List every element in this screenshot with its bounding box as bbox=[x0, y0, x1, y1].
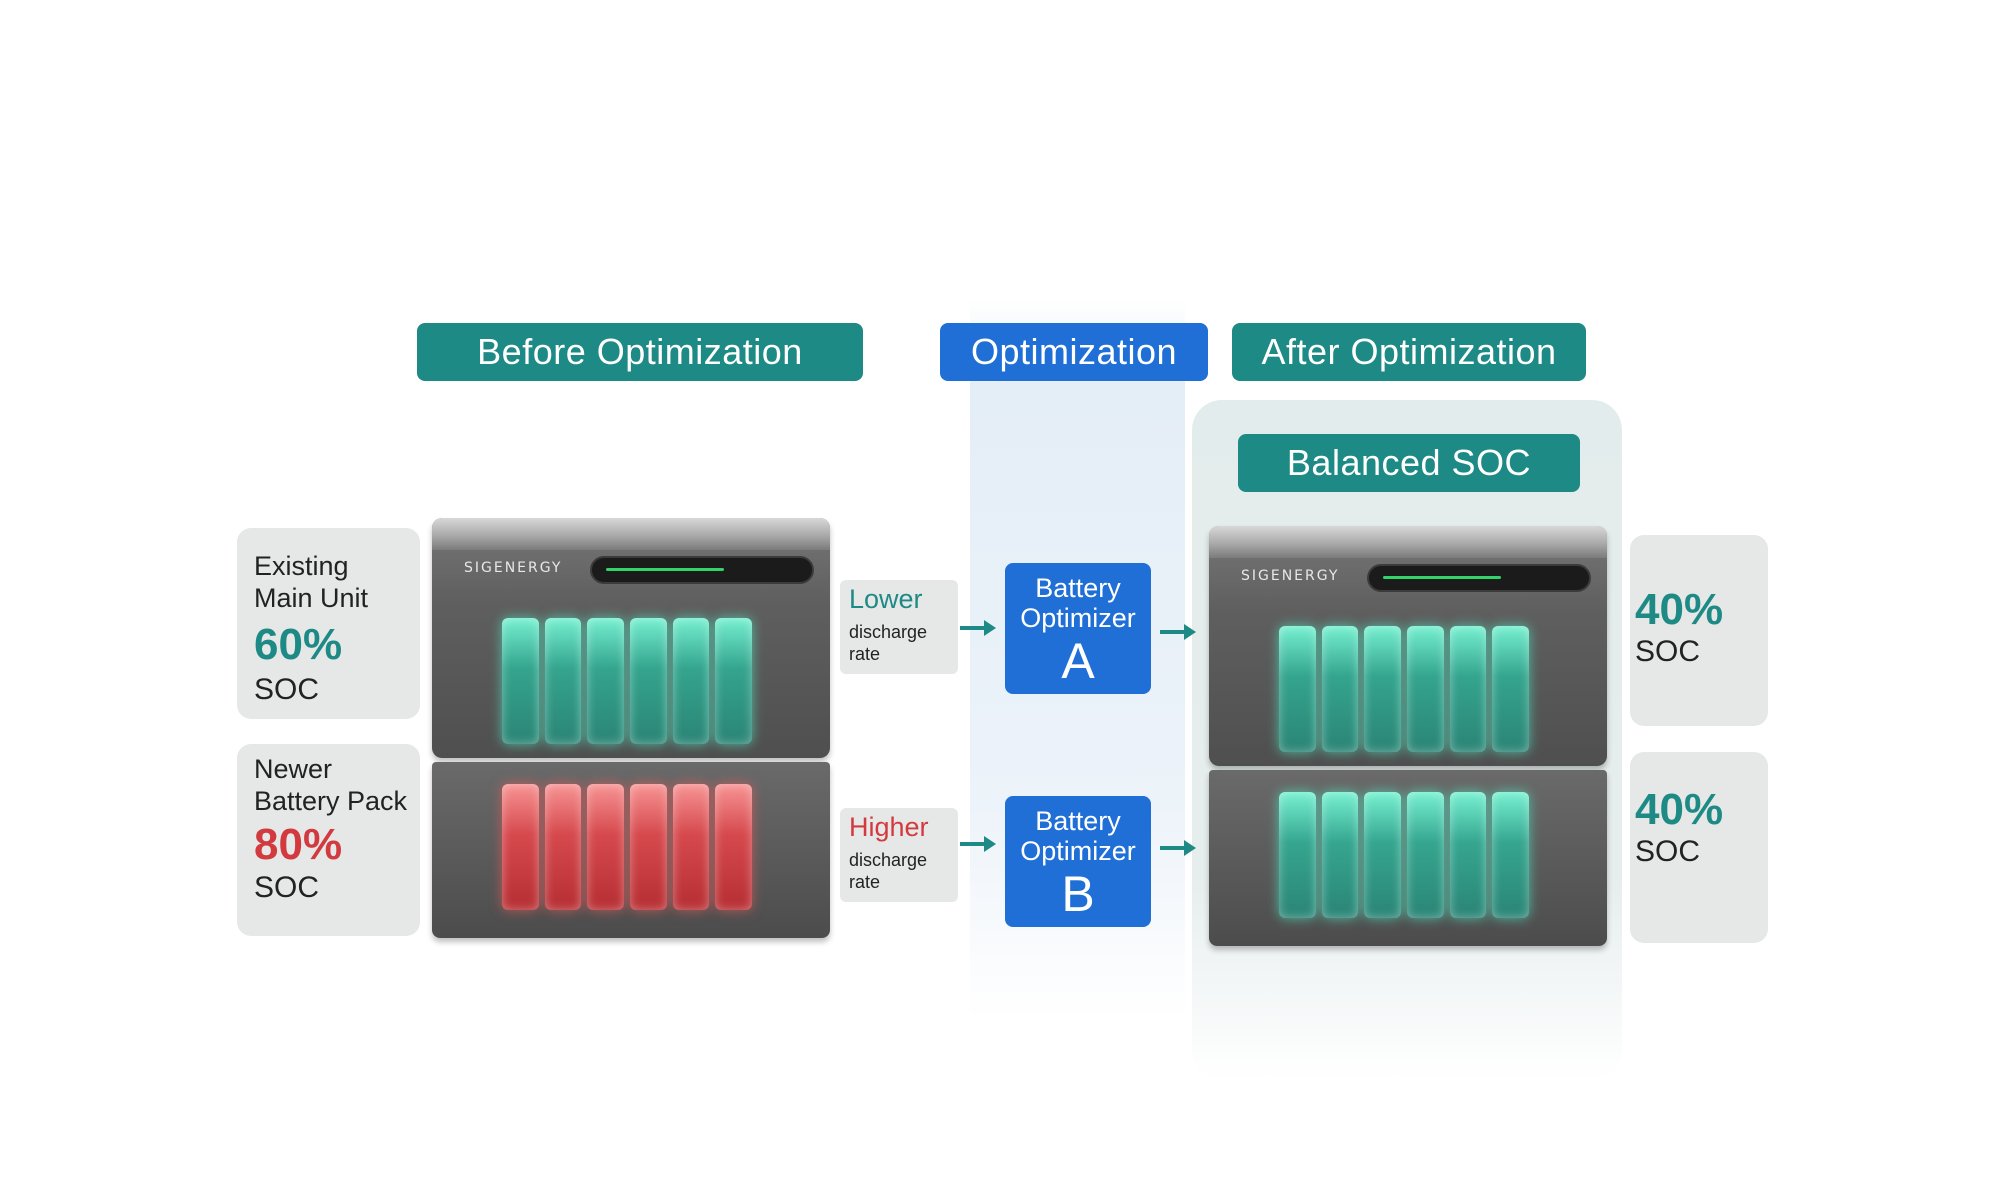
battery-cell bbox=[587, 618, 625, 744]
main-unit-label-box bbox=[237, 528, 420, 719]
optimizer-b-letter: B bbox=[1061, 866, 1095, 922]
battery-cell bbox=[544, 618, 582, 744]
battery-cell bbox=[1449, 626, 1487, 752]
arrow-right-icon bbox=[1160, 840, 1196, 856]
optimizer-b-line2: Optimizer bbox=[1020, 836, 1136, 866]
lower-discharge-head: Lower bbox=[849, 584, 923, 614]
brand-logo: SIGENERGY bbox=[464, 560, 563, 576]
before-main-unit: SIGENERGY bbox=[432, 518, 830, 758]
higher-discharge-line1: discharge bbox=[849, 850, 928, 870]
battery-cell bbox=[1492, 792, 1530, 918]
after-top-soc-percent: 40% bbox=[1635, 585, 1724, 634]
status-display-bar bbox=[606, 568, 724, 571]
status-display bbox=[1367, 564, 1591, 592]
optimizer-a-line1: Battery bbox=[1035, 573, 1121, 603]
unit-top-cap bbox=[1209, 526, 1607, 558]
battery-cell bbox=[1407, 626, 1444, 752]
after-bottom-soc-percent: 40% bbox=[1635, 785, 1724, 834]
arrow-right-icon bbox=[960, 620, 996, 636]
after-bottom-soc-box bbox=[1630, 752, 1768, 943]
main-unit-soc-percent: 60% bbox=[254, 620, 343, 669]
brand-logo: SIGENERGY bbox=[1241, 568, 1340, 584]
optimization-header: Optimization bbox=[940, 323, 1208, 381]
optimizer-b-line1: Battery bbox=[1035, 806, 1121, 836]
battery-cell bbox=[1321, 792, 1359, 918]
battery-cell bbox=[544, 784, 582, 910]
battery-cell bbox=[715, 784, 753, 910]
battery-cell bbox=[715, 618, 753, 744]
battery-pack-label-line1: Newer bbox=[254, 754, 333, 784]
battery-pack-soc-percent: 80% bbox=[254, 820, 343, 869]
main-unit-cells bbox=[502, 618, 753, 744]
before-battery-pack bbox=[432, 762, 830, 938]
after-top-soc-label: SOC bbox=[1635, 635, 1701, 668]
battery-optimizer-a: Battery Optimizer A bbox=[1005, 563, 1151, 694]
after-battery-pack bbox=[1209, 770, 1607, 946]
balanced-soc-header: Balanced SOC bbox=[1238, 434, 1580, 492]
battery-cell bbox=[672, 784, 710, 910]
battery-cell bbox=[672, 618, 710, 744]
higher-discharge-line2: rate bbox=[849, 872, 881, 892]
battery-pack-soc-label: SOC bbox=[254, 871, 320, 904]
after-main-unit: SIGENERGY bbox=[1209, 526, 1607, 766]
lower-discharge-line2: rate bbox=[849, 644, 881, 664]
battery-pack-label-box bbox=[237, 744, 420, 936]
main-unit-label-line2: Main Unit bbox=[254, 583, 369, 613]
arrow-right-icon bbox=[960, 836, 996, 852]
after-battery-pack-cells bbox=[1279, 792, 1530, 918]
battery-cell bbox=[1279, 626, 1316, 752]
battery-cell bbox=[587, 784, 625, 910]
before-optimization-header: Before Optimization bbox=[417, 323, 863, 381]
after-optimization-header: After Optimization bbox=[1232, 323, 1586, 381]
battery-optimizer-b: Battery Optimizer B bbox=[1005, 796, 1151, 927]
unit-top-cap bbox=[432, 518, 830, 550]
optimizer-a-line2: Optimizer bbox=[1020, 603, 1136, 633]
status-display bbox=[590, 556, 814, 584]
battery-cell bbox=[1449, 792, 1487, 918]
battery-cell bbox=[630, 618, 667, 744]
status-display-bar bbox=[1383, 576, 1501, 579]
battery-cell bbox=[1321, 626, 1359, 752]
battery-pack-label-line2: Battery Pack bbox=[254, 786, 408, 816]
after-main-unit-cells bbox=[1279, 626, 1530, 752]
battery-cell bbox=[502, 618, 539, 744]
higher-discharge-head: Higher bbox=[849, 812, 929, 842]
battery-cell bbox=[630, 784, 667, 910]
main-unit-soc-label: SOC bbox=[254, 673, 320, 706]
after-top-soc-box bbox=[1630, 535, 1768, 726]
arrow-right-icon bbox=[1160, 624, 1196, 640]
battery-cell bbox=[1407, 792, 1444, 918]
higher-discharge-box bbox=[840, 808, 958, 902]
battery-cell bbox=[1364, 626, 1402, 752]
optimizer-a-letter: A bbox=[1061, 633, 1095, 689]
after-bottom-soc-label: SOC bbox=[1635, 835, 1701, 868]
battery-cell bbox=[1492, 626, 1530, 752]
battery-pack-cells bbox=[502, 784, 753, 910]
main-unit-label-line1: Existing bbox=[254, 551, 349, 581]
battery-cell bbox=[1279, 792, 1316, 918]
battery-cell bbox=[502, 784, 539, 910]
lower-discharge-box bbox=[840, 580, 958, 674]
battery-cell bbox=[1364, 792, 1402, 918]
lower-discharge-line1: discharge bbox=[849, 622, 928, 642]
